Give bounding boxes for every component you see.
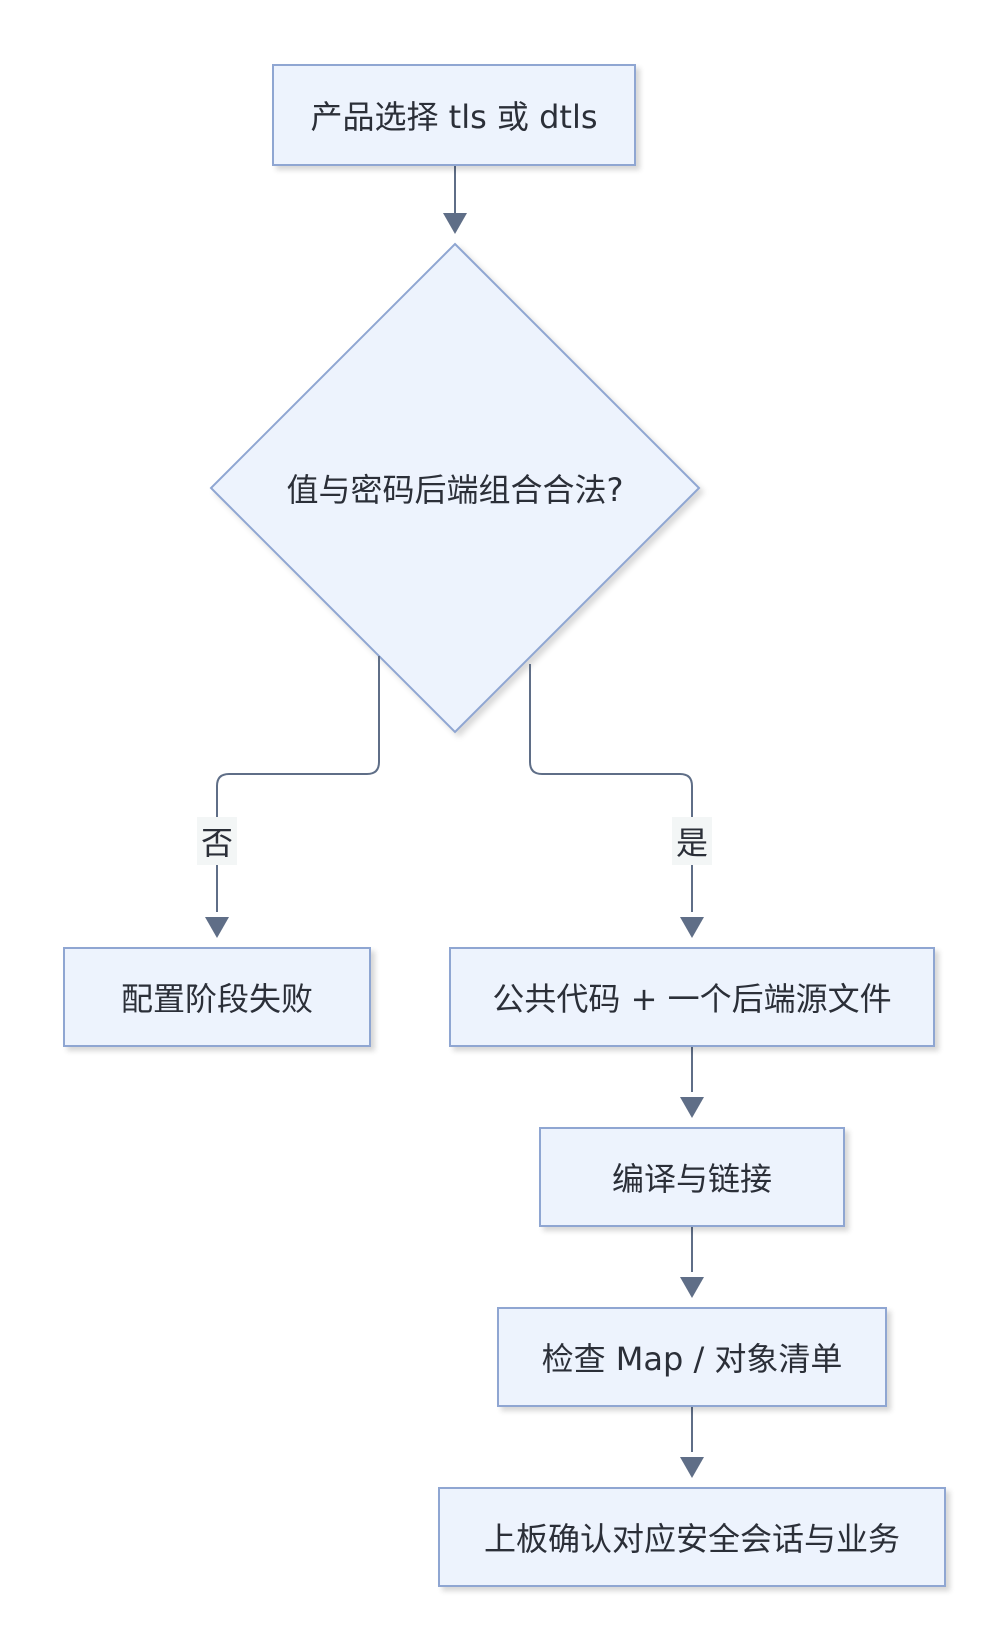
- decision-diamond: [209, 242, 701, 734]
- compile-link-node: 编译与链接: [539, 1127, 845, 1227]
- config-fail-node: 配置阶段失败: [63, 947, 371, 1047]
- decision-diamond-shape: [209, 242, 701, 734]
- decision-node-label-box: 值与密码后端组合合法?: [235, 458, 675, 518]
- edge-label-no-text: 否: [200, 824, 233, 862]
- board-confirm-node-label: 上板确认对应安全会话与业务: [483, 1520, 900, 1558]
- arrowhead-compile-to-check: [680, 1277, 704, 1298]
- edge-decision-yes: [529, 664, 693, 912]
- start-node-label: 产品选择 tls 或 dtls: [310, 98, 598, 136]
- check-map-node-label: 检查 Map / 对象清单: [541, 1340, 843, 1378]
- edge-label-no: 否: [197, 817, 237, 865]
- arrowhead-decision-no: [205, 917, 229, 938]
- compile-link-node-label: 编译与链接: [611, 1160, 772, 1198]
- check-map-node: 检查 Map / 对象清单: [497, 1307, 887, 1407]
- common-code-node-label: 公共代码 + 一个后端源文件: [492, 980, 892, 1018]
- arrowhead-start-to-decision: [443, 213, 467, 234]
- board-confirm-node: 上板确认对应安全会话与业务: [438, 1487, 946, 1587]
- decision-node-label: 值与密码后端组合合法?: [286, 471, 624, 509]
- arrowhead-check-to-board: [680, 1457, 704, 1478]
- arrowhead-decision-yes: [680, 917, 704, 938]
- edge-decision-no: [216, 656, 380, 912]
- common-code-node: 公共代码 + 一个后端源文件: [449, 947, 935, 1047]
- arrowhead-common-to-compile: [680, 1097, 704, 1118]
- edge-label-yes: 是: [672, 817, 712, 865]
- start-node: 产品选择 tls 或 dtls: [272, 64, 636, 166]
- edge-label-yes-text: 是: [675, 824, 708, 862]
- config-fail-node-label: 配置阶段失败: [120, 980, 313, 1018]
